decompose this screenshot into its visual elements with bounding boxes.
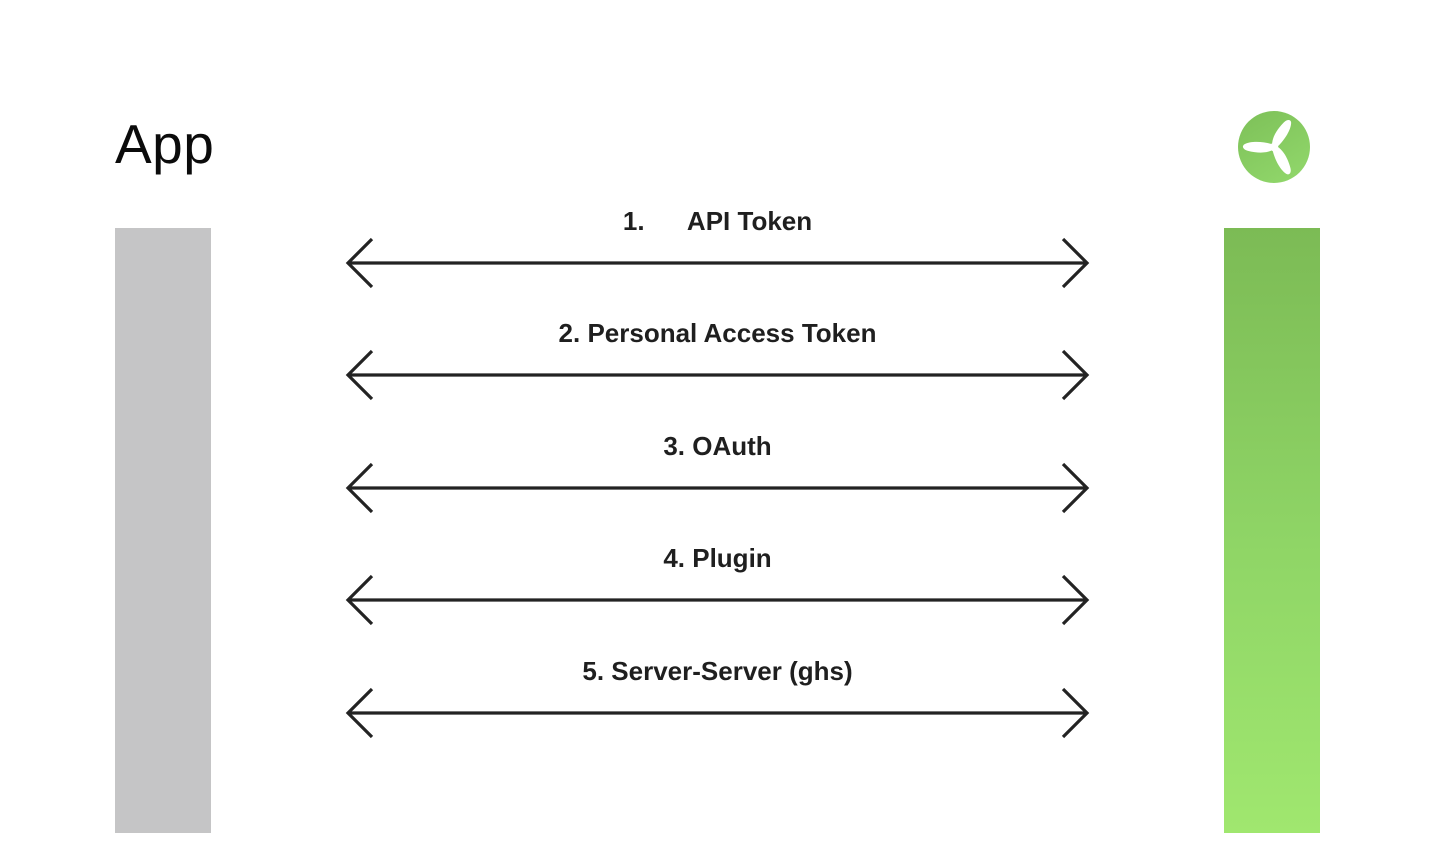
flow-row-api-token: 1. API Token (345, 205, 1090, 295)
flow-row-oauth: 3. OAuth (345, 430, 1090, 520)
double-arrow-icon (345, 237, 1090, 289)
service-lane-bar (1224, 228, 1320, 833)
double-arrow-icon (345, 462, 1090, 514)
flow-label: 4. Plugin (663, 543, 772, 573)
double-arrow-icon (345, 574, 1090, 626)
double-arrow-icon (345, 687, 1090, 739)
double-arrow-icon (345, 349, 1090, 401)
app-title: App (115, 113, 215, 175)
flow-label: 3. OAuth (663, 431, 772, 461)
flow-row-personal-access-token: 2. Personal Access Token (345, 317, 1090, 407)
flow-row-server-server: 5. Server-Server (ghs) (345, 655, 1090, 745)
flow-label: 2. Personal Access Token (558, 318, 877, 348)
flow-row-plugin: 4. Plugin (345, 542, 1090, 632)
propeller-logo-icon (1238, 111, 1310, 183)
app-lane-bar (115, 228, 211, 833)
flow-label: 5. Server-Server (ghs) (582, 656, 853, 686)
flow-label: 1. API Token (622, 206, 813, 236)
